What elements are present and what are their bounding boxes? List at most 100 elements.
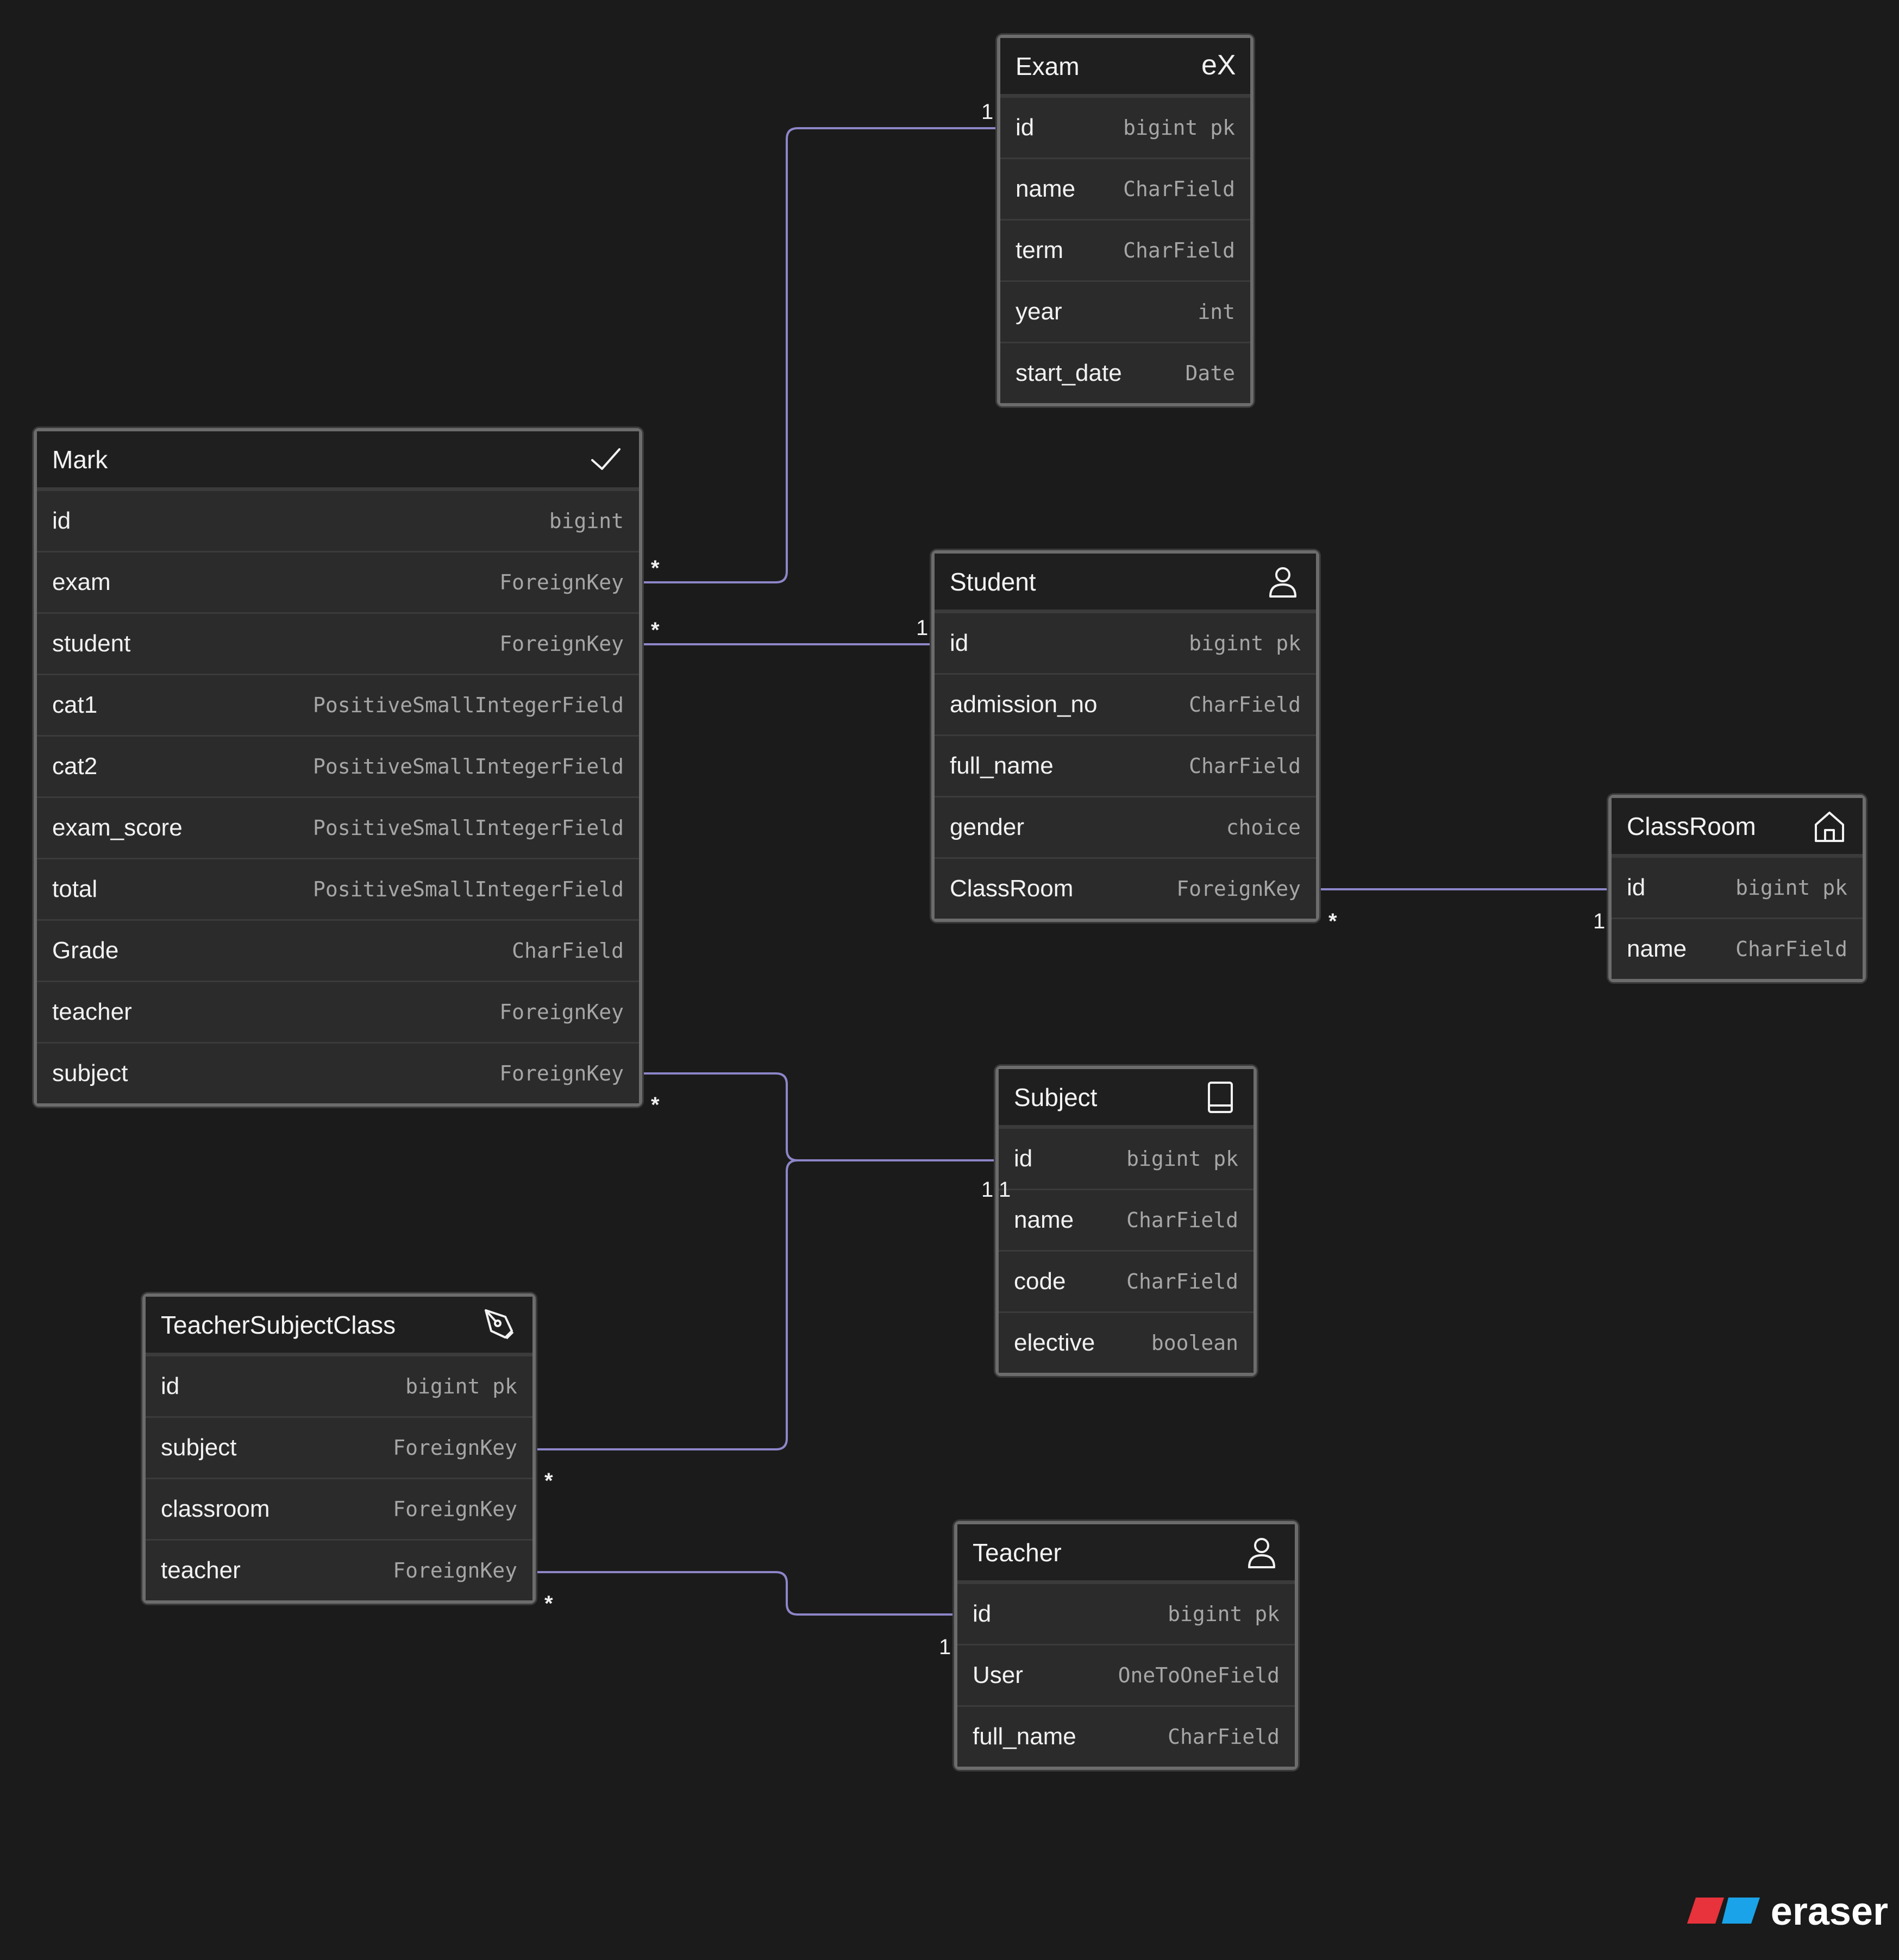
field-type: CharField: [1189, 693, 1301, 717]
field-name: total: [52, 876, 98, 902]
field-row: admission_no CharField: [935, 673, 1316, 734]
user-icon: [1244, 1535, 1280, 1570]
field-name: admission_no: [950, 691, 1098, 718]
entity-title: Student: [950, 567, 1036, 596]
field-type: CharField: [1123, 238, 1235, 262]
field-row: start_date Date: [1000, 342, 1250, 403]
field-name: subject: [161, 1434, 237, 1461]
field-type: int: [1198, 300, 1235, 324]
field-type: CharField: [1126, 1208, 1238, 1232]
field-name: User: [973, 1662, 1023, 1688]
field-type: Date: [1185, 361, 1235, 385]
link-tsc-teacher: [530, 1571, 961, 1616]
field-row: year int: [1000, 280, 1250, 342]
entity-title: Exam: [1016, 52, 1080, 80]
entity-classroom[interactable]: ClassRoom id bigint pk name CharField: [1608, 795, 1866, 982]
field-row: cat2 PositiveSmallIntegerField: [37, 735, 639, 796]
field-name: id: [161, 1373, 180, 1399]
field-name: id: [1627, 874, 1646, 901]
field-row: id bigint pk: [935, 612, 1316, 673]
field-name: gender: [950, 814, 1025, 840]
field-type: ForeignKey: [1176, 877, 1301, 901]
field-name: start_date: [1016, 360, 1122, 386]
field-name: term: [1016, 237, 1063, 263]
home-icon: [1812, 808, 1847, 844]
field-type: bigint pk: [1168, 1602, 1280, 1626]
field-name: teacher: [52, 998, 132, 1025]
field-type: CharField: [1168, 1725, 1280, 1749]
field-row: ClassRoom ForeignKey: [935, 857, 1316, 919]
link-mark-exam: [637, 127, 1001, 583]
user-icon: [1265, 564, 1301, 600]
field-type: bigint pk: [1189, 631, 1301, 655]
field-name: cat2: [52, 753, 98, 780]
field-name: code: [1014, 1268, 1066, 1295]
field-type: ForeignKey: [393, 1436, 517, 1460]
entity-title: TeacherSubjectClass: [161, 1310, 396, 1339]
field-name: Grade: [52, 937, 119, 964]
field-type: PositiveSmallIntegerField: [313, 693, 624, 717]
field-type: bigint pk: [1126, 1147, 1238, 1171]
link-tsc-subject: [530, 1159, 1001, 1450]
field-row: teacher ForeignKey: [146, 1539, 532, 1600]
field-type: PositiveSmallIntegerField: [313, 755, 624, 778]
field-name: year: [1016, 298, 1062, 325]
field-type: CharField: [1735, 937, 1847, 961]
entity-header: ClassRoom: [1612, 798, 1863, 856]
field-type: CharField: [512, 939, 624, 963]
field-type: bigint: [549, 509, 624, 533]
field-row: id bigint: [37, 489, 639, 551]
field-type: ForeignKey: [393, 1559, 517, 1582]
field-name: id: [1016, 114, 1035, 141]
field-name: id: [52, 507, 71, 534]
entity-header: Teacher: [957, 1524, 1295, 1582]
field-name: student: [52, 630, 131, 657]
entity-header: Subject: [999, 1069, 1254, 1127]
field-row: id bigint pk: [146, 1355, 532, 1416]
entity-header: Exam eX: [1000, 38, 1250, 96]
check-icon: [588, 442, 624, 478]
link-mark-subject: [637, 1072, 1001, 1161]
brand-name: eraser: [1770, 1890, 1888, 1933]
field-row: name CharField: [1612, 918, 1863, 979]
field-name: elective: [1014, 1329, 1095, 1356]
entity-title: Mark: [52, 445, 108, 474]
field-name: teacher: [161, 1557, 241, 1584]
field-type: bigint pk: [405, 1374, 517, 1398]
entity-header: Student: [935, 554, 1316, 612]
field-name: ClassRoom: [950, 875, 1074, 902]
entity-header: Mark: [37, 431, 639, 489]
field-type: ForeignKey: [393, 1497, 517, 1521]
field-name: name: [1627, 935, 1687, 962]
field-type: CharField: [1189, 754, 1301, 778]
field-type: bigint pk: [1735, 876, 1847, 900]
field-name: id: [950, 630, 969, 656]
field-row: Grade CharField: [37, 919, 639, 981]
field-type: ForeignKey: [499, 1000, 624, 1024]
field-name: exam_score: [52, 814, 183, 841]
field-name: subject: [52, 1060, 128, 1086]
entity-title: Teacher: [973, 1538, 1062, 1567]
